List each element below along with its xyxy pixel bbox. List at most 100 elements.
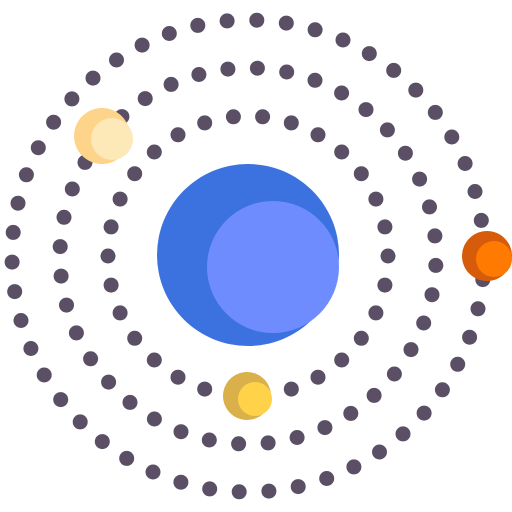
orbit-dot (416, 315, 432, 331)
orbit-dot (335, 32, 351, 48)
orbit-dot (46, 114, 62, 130)
moon-gold (223, 372, 272, 420)
orbit-dot (52, 239, 68, 255)
orbit-dot (64, 91, 80, 107)
orbit-dot (358, 102, 374, 118)
orbit-dot (353, 166, 369, 182)
orbit-dot (112, 305, 128, 321)
orbit-dot (462, 329, 478, 345)
moon-pale-yellow-body (91, 118, 133, 160)
orbit-dot (64, 181, 80, 197)
orbit-dot (408, 82, 424, 98)
orbit-dot (94, 434, 110, 450)
orbit-dot (290, 479, 306, 495)
orbit-dot (283, 115, 299, 131)
orbit-dot (10, 195, 26, 211)
central-planet (157, 164, 339, 346)
orbit-dot (428, 257, 444, 273)
orbit-dot (386, 62, 402, 78)
orbit-dot (109, 52, 124, 68)
orbit-dot (249, 12, 265, 28)
orbit-dot (307, 22, 323, 38)
orbit-dot (334, 85, 350, 101)
orbit-dot (161, 26, 177, 41)
orbit-dot (4, 254, 20, 270)
orbit-dot (434, 382, 450, 398)
orbit-dot (310, 369, 326, 385)
orbit-dot (372, 444, 387, 460)
orbit-dot (231, 484, 247, 500)
orbit-dot (68, 325, 84, 341)
orbit-dot (473, 212, 489, 228)
orbit-dot (427, 104, 443, 120)
orbit-dot (386, 366, 402, 382)
orbit-dot (134, 37, 150, 53)
orbit-dot (368, 191, 384, 207)
orbit-dot (444, 129, 460, 145)
orbit-dot (289, 430, 305, 445)
orbit-dot (170, 369, 186, 385)
orbit-dot (317, 420, 333, 436)
orbit-dot (403, 342, 419, 358)
orbit-dot (334, 352, 350, 368)
orbit-dot (377, 277, 393, 293)
orbit-dot (412, 171, 428, 187)
moon-orange-body (476, 241, 512, 277)
orbit-dot (103, 277, 119, 293)
orbit-dot (368, 305, 384, 321)
orbit-dot (377, 219, 393, 235)
orbit-dot (163, 76, 179, 92)
orbit-dot (146, 352, 162, 368)
orbit-dot (334, 144, 350, 160)
orbit-dot (137, 91, 153, 107)
moon-gold-body (238, 382, 272, 416)
orbit-dot (191, 67, 207, 82)
orbit-dot (366, 387, 382, 403)
orbit-dot (361, 46, 377, 62)
orbit-dot (424, 287, 440, 303)
orbit-dot (219, 13, 235, 29)
orbit-dot (170, 127, 186, 143)
orbit-dot (146, 144, 162, 160)
orbit-dot (346, 459, 362, 475)
orbit-dot (395, 426, 411, 442)
orbit-dot (202, 481, 218, 497)
orbit-dot (83, 351, 99, 367)
orbit-dot (112, 191, 128, 207)
orbit-dot (59, 297, 74, 313)
orbit-dot (470, 301, 486, 317)
orbit-ring-3 (4, 12, 492, 500)
orbit-dot (30, 140, 46, 156)
orbit-dot (319, 471, 335, 486)
orbit-dot (379, 122, 395, 138)
orbit-dot (231, 436, 247, 452)
orbit-dot (283, 381, 299, 397)
orbit-dot (127, 166, 143, 182)
orbit-dot (380, 248, 396, 264)
orbit-dot (249, 60, 265, 76)
orbit-dot (85, 70, 101, 86)
orbit-dot (427, 228, 443, 244)
orbit-dot (279, 64, 295, 80)
orbit-dot (307, 72, 323, 88)
orbit-dot (261, 483, 277, 499)
orbit-dot (310, 127, 326, 143)
orbit-dot (422, 199, 437, 215)
orbit-dot (173, 474, 189, 490)
orbit-dot (53, 392, 69, 408)
orbit-dot (278, 15, 294, 31)
orbit-dot (56, 209, 72, 225)
orbit-dot (197, 115, 213, 131)
orbit-dot (101, 374, 117, 390)
orbit-dot (457, 156, 473, 171)
orbit-dot (225, 109, 241, 125)
orbit-dot (353, 330, 369, 346)
orbit-dot (13, 313, 29, 328)
orbit-dot (7, 284, 23, 300)
orbit-dot (127, 330, 143, 346)
orbit-dot (36, 367, 52, 383)
orbit-dot (201, 432, 217, 448)
orbit-dot (18, 167, 34, 183)
